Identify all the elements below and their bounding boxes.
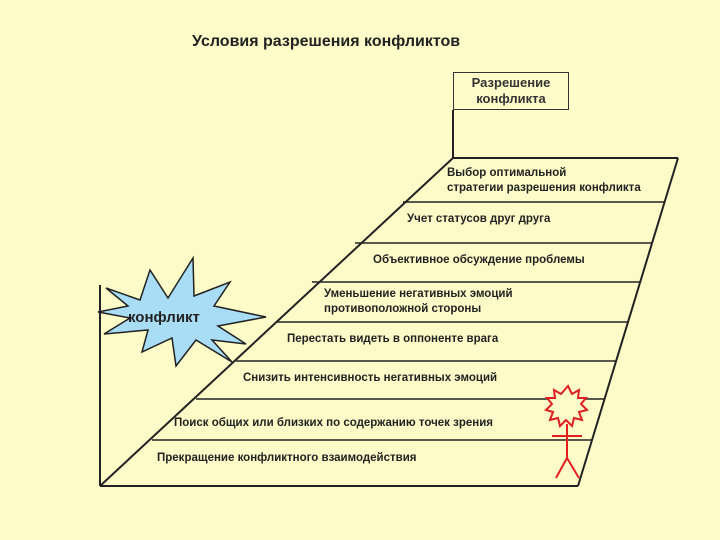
conflict-star-icon: [97, 255, 267, 368]
top-box-line2: конфликта: [476, 91, 546, 106]
step-line: противоположной стороны: [324, 303, 482, 315]
step-reduce-intensity: Снизить интенсивность негативных эмоций: [243, 371, 497, 386]
step-reduce-emotions: Уменьшение негативных эмоций противополо…: [324, 287, 513, 317]
step-not-enemy: Перестать видеть в оппоненте врага: [287, 332, 498, 347]
top-box-line1: Разрешение: [471, 75, 551, 90]
step-common-ground: Поиск общих или близких по содержанию то…: [174, 416, 493, 431]
step-line: Прекращение конфликтного взаимодействия: [157, 452, 417, 464]
step-line: Уменьшение негативных эмоций: [324, 288, 513, 300]
step-line: Снизить интенсивность негативных эмоций: [243, 372, 498, 384]
step-line: Поиск общих или близких по содержанию то…: [174, 417, 493, 429]
person-figure-icon: [544, 384, 589, 479]
step-optimal-strategy: Выбор оптимальной стратегии разрешения к…: [447, 166, 641, 196]
step-line: стратегии разрешения конфликта: [447, 182, 641, 194]
step-objective-discussion: Объективное обсуждение проблемы: [373, 253, 585, 268]
conflict-label: конфликт: [128, 309, 200, 326]
step-line: Перестать видеть в оппоненте врага: [287, 333, 499, 345]
conflict-resolution-box: Разрешение конфликта: [453, 72, 569, 110]
diagram-title: Условия разрешения конфликтов: [192, 33, 461, 50]
step-statuses: Учет статусов друг друга: [407, 212, 550, 227]
step-line: Объективное обсуждение проблемы: [373, 254, 585, 266]
step-line: Выбор оптимальной: [447, 167, 567, 179]
step-line: Учет статусов друг друга: [407, 213, 551, 225]
step-stop-interaction: Прекращение конфликтного взаимодействия: [157, 451, 416, 466]
